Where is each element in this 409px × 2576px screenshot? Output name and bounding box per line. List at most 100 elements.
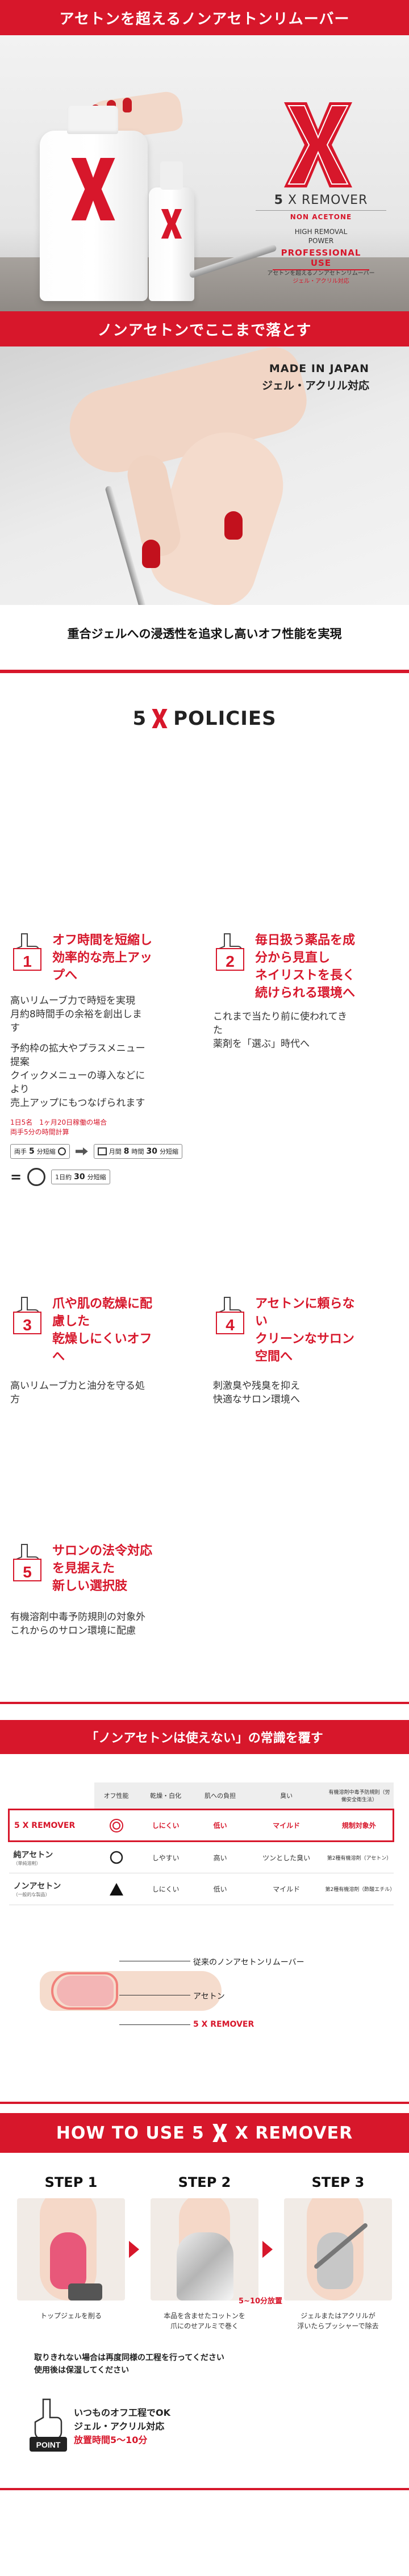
hand-number-icon: 2 (216, 933, 244, 971)
bottle-cap (160, 161, 183, 190)
equals-sign: = (10, 1169, 22, 1185)
policy-item-5: 5 サロンの法令対応 を見据えた 新しい選択肢 有機溶剤中毒予防規則の対象外 こ… (10, 1542, 237, 1656)
hand-number-icon: 5 (13, 1544, 41, 1581)
step-description: ジェルまたはアクリルが 浮いたらプッシャーで除去 (281, 2311, 395, 2331)
policy-body: 高いリムーブ力と油分を守る処 方 (10, 1379, 192, 1406)
policies-section: 5 POLICIES (0, 673, 409, 736)
section-band-text: ノンアセトンでここまで落とす (97, 322, 312, 339)
step-1-image (17, 2198, 125, 2301)
product-sub: （単純溶剤） (13, 1860, 41, 1866)
step-title: STEP 2 (178, 2174, 231, 2190)
policy-body-line: 提案 (10, 1057, 30, 1068)
policy-body-line: クイックメニューの導入などに (10, 1070, 145, 1082)
policy-body: 有機溶剤中毒予防規則の対象外 これからのサロン環境に配慮 (10, 1610, 237, 1638)
table-cell: しにくい (138, 1873, 193, 1905)
policy-heading-line: へ (52, 1350, 65, 1364)
step-description-line: 浮いたらプッシャーで除去 (297, 2322, 379, 2330)
table-row: ノンアセトン （一般的な製品） しにくい 低い マイルド 第2種有機溶剤（酢酸エ… (9, 1873, 395, 1905)
policy-body-line: より (10, 1084, 30, 1095)
product-name: 5 X REMOVER (14, 1821, 76, 1830)
table-cell: しにくい (138, 1809, 193, 1842)
high-removal-power: HIGH REMOVAL POWER (256, 227, 386, 245)
calc-box-daily: 1日約 30 分短縮 (51, 1170, 110, 1184)
calc-text: 1日約 (55, 1174, 72, 1181)
calc-value: 5 (29, 1147, 35, 1156)
policy-body-line: 高いリムーブ力で時短を実現 (10, 995, 135, 1007)
x-logo-icon (284, 102, 352, 187)
policy-body-line: 方 (10, 1394, 20, 1405)
circle-icon (110, 1851, 123, 1864)
calendar-icon (97, 1147, 107, 1155)
hand-number-icon: 4 (216, 1297, 244, 1334)
policy-heading: 爪や肌の乾燥に配 慮した 乾燥しにくいオフ へ (52, 1295, 152, 1366)
pointer-line (119, 2024, 190, 2025)
product-sub: （一般的な製品） (13, 1892, 50, 1897)
made-in-japan-badge: MADE IN JAPAN ジェル・アクリル対応 (262, 362, 369, 393)
calc-text: 分短縮 (87, 1174, 106, 1181)
policy-heading-line: サロンの法令対応 (52, 1544, 153, 1558)
howto-title-post: X REMOVER (235, 2123, 353, 2143)
hero-product-photo: 5 X REMOVER NON ACETONE HIGH REMOVAL POW… (0, 35, 409, 311)
x-logo-icon (71, 158, 115, 220)
calc-box-monthly: 月間 8 時間 30 分短縮 (93, 1144, 182, 1159)
calc-note-line: 両手5分の時間計算 (10, 1128, 69, 1136)
policies-five: 5 (132, 707, 147, 730)
policy-heading-line: 乾燥しにくいオフ (52, 1332, 152, 1346)
policy-body-line: す (10, 1022, 20, 1034)
policy-heading-line: を見据えた (52, 1562, 115, 1576)
product-name: ノンアセトン (13, 1882, 61, 1891)
red-nail (142, 540, 160, 568)
calc-note-line: 1日5名 1ヶ月20日稼働の場合 (10, 1118, 107, 1126)
policy-heading-line: ネイリストを長く (255, 968, 356, 983)
table-header-blank (9, 1782, 94, 1810)
step-3-image (284, 2198, 392, 2301)
care-note: 取りきれない場合は再度同様の工程を行ってください 使用後は保湿してください (34, 2352, 375, 2377)
policy-body: 刺激臭や残臭を抑え 快適なサロン環境へ (213, 1379, 395, 1406)
policy-heading-line: 続けられる環境へ (255, 986, 356, 1000)
policy-body-line: 薬剤を「選ぶ」時代へ (213, 1038, 310, 1050)
table-cell: マイルド (247, 1809, 325, 1842)
policy-heading-line: 新しい選択肢 (52, 1579, 128, 1593)
small-bottle (149, 161, 194, 301)
table-cell: 第2種有機溶剤（酢酸エチル） (325, 1873, 395, 1905)
arrow-right-icon (262, 2241, 273, 2258)
table-row: 純アセトン （単純溶剤） しやすい 高い ツンとした臭い 第2種有機溶剤（アセト… (9, 1841, 394, 1873)
calc-text: 時間 (131, 1148, 144, 1155)
x-logo-icon (161, 209, 182, 239)
policy-body-line: 予約枠の拡大やプラスメニュー (10, 1043, 145, 1054)
calc-text: 分短縮 (159, 1148, 178, 1155)
policy-heading-line: 効率的な売上アッ (52, 951, 153, 965)
policy-heading: 毎日扱う薬品を成 分から見直し ネイリストを長く 続けられる環境へ (255, 932, 355, 1002)
table-header: オフ性能 (94, 1782, 139, 1810)
policy-number: 2 (226, 953, 235, 970)
demo-label: 従来のノンアセトンリムーバー (193, 1958, 304, 1967)
howto-title-pre: HOW TO USE (56, 2123, 185, 2143)
policy-heading-line: クリーンなサロン (255, 1332, 354, 1346)
point-time: 放置時間5～10分 (74, 2435, 148, 2445)
section-band-removal: ノンアセトンでここまで落とす (0, 311, 409, 346)
clock-icon (57, 1147, 66, 1155)
table-row: 5 X REMOVER しにくい 低い マイルド 規制対象外 (8, 1809, 394, 1842)
table-header-row: オフ性能 乾燥・白化 肌への負担 臭い 有機溶剤中毒予防規則（労働安全衛生法） (9, 1782, 394, 1810)
table-header: 臭い (247, 1782, 325, 1810)
brand-name-text: X REMOVER (287, 193, 368, 207)
policy-heading-line: い (255, 1314, 268, 1329)
hero-gel-acrylic: ジェル・アクリル対応 (293, 278, 349, 285)
divider-line (0, 1702, 409, 1704)
table-cell: 規制対象外 (325, 1809, 394, 1842)
step-title: STEP 1 (44, 2174, 98, 2190)
step-description-line: 本品を含ませたコットンを (164, 2312, 245, 2320)
table-cell: 低い (193, 1809, 248, 1842)
policy-heading-line: アセトンに頼らな (255, 1297, 355, 1311)
hero-description: アセトンを超えるノンアセトンリムーバー (267, 270, 375, 277)
calc-text: 両手 (14, 1148, 27, 1155)
policy-heading-line: 爪や肌の乾燥に配 (52, 1297, 153, 1311)
table-cell: 第2種有機溶剤（アセトン） (325, 1841, 394, 1873)
care-note-line: 使用後は保湿してください (34, 2366, 130, 2375)
file-tool (68, 2283, 102, 2301)
step-2-image (151, 2198, 258, 2301)
policy-item-1: 1 オフ時間を短縮し 効率的な売上アッ プへ 高いリムーブ力で時短を実現 月約8… (10, 932, 198, 1113)
point-text: いつものオフ工程でOK ジェル・アクリル対応 放置時間5～10分 (74, 2406, 170, 2447)
made-in-japan: MADE IN JAPAN (269, 362, 369, 375)
